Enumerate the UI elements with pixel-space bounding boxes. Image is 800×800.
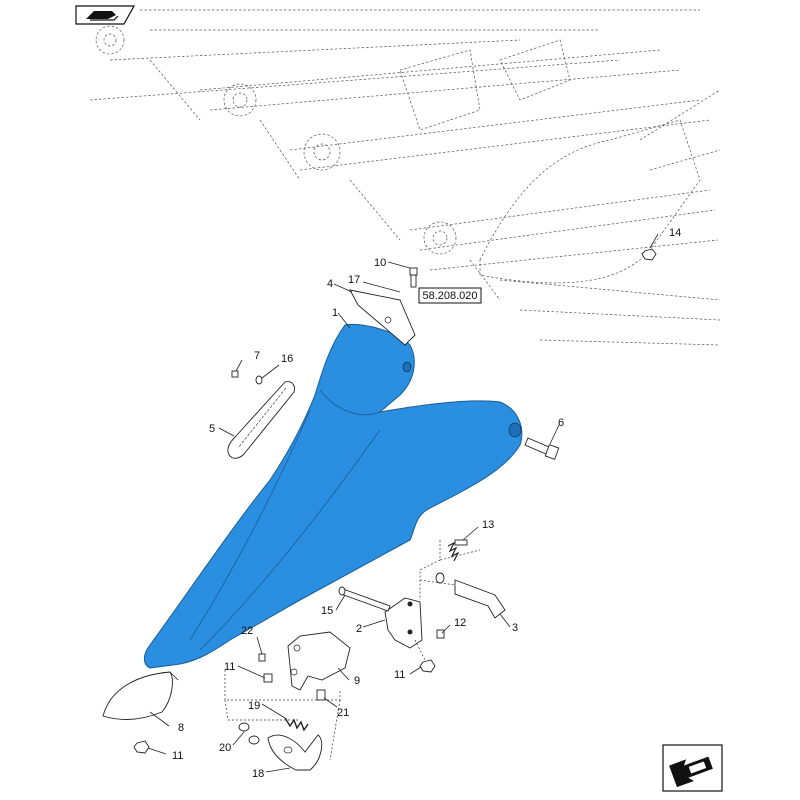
callout-6: 6 <box>558 417 564 429</box>
pin-15[interactable] <box>338 586 391 612</box>
reference-box[interactable]: 58.208.020 <box>418 287 482 304</box>
bolt-22[interactable] <box>258 653 266 662</box>
washer-16[interactable] <box>255 375 263 385</box>
bolt-21[interactable] <box>316 689 326 701</box>
washers-20[interactable] <box>238 722 260 745</box>
highlighted-divider-part[interactable] <box>143 323 523 669</box>
callout-labels: 1 2 3 4 5 6 7 8 9 10 11 11 11 12 13 14 1… <box>172 227 681 780</box>
belt-strip-part[interactable] <box>227 381 295 459</box>
callout-21: 21 <box>337 707 349 719</box>
lever-18[interactable] <box>267 734 323 771</box>
tip-cap-8[interactable] <box>102 671 179 720</box>
callout-14: 14 <box>669 227 681 239</box>
background-assembly <box>89 9 721 346</box>
callout-7: 7 <box>254 350 260 362</box>
bracket-2[interactable] <box>384 597 423 649</box>
nut-14[interactable] <box>641 248 657 261</box>
callout-16: 16 <box>281 353 293 365</box>
book-pages-icon[interactable] <box>75 5 136 25</box>
callout-1: 1 <box>332 307 338 319</box>
callout-19: 19 <box>248 700 260 712</box>
bolt-12[interactable] <box>436 629 445 639</box>
bolt-7[interactable] <box>231 370 239 378</box>
callout-17: 17 <box>348 274 360 286</box>
back-arrow-icon[interactable] <box>662 744 723 792</box>
bolt-6[interactable] <box>524 437 560 460</box>
bracket-plate-9[interactable] <box>287 631 351 691</box>
callout-4: 4 <box>327 278 333 290</box>
callout-11-bottom: 11 <box>172 750 183 762</box>
nut-11-bottom[interactable] <box>133 740 150 754</box>
callout-10: 10 <box>374 257 386 269</box>
callout-11-left: 11 <box>224 661 235 673</box>
clip-3[interactable] <box>435 572 506 619</box>
top-plate-part[interactable] <box>349 289 416 346</box>
callout-3: 3 <box>512 622 518 634</box>
spring-19[interactable] <box>284 717 309 732</box>
reference-label: 58.208.020 <box>422 290 477 302</box>
callout-13: 13 <box>482 519 494 531</box>
callout-9: 9 <box>354 675 360 687</box>
nut-11-right[interactable] <box>419 659 436 673</box>
leader-lines <box>147 233 659 773</box>
callout-15: 15 <box>321 605 333 617</box>
callout-22: 22 <box>241 625 253 637</box>
callout-2: 2 <box>356 623 362 635</box>
callout-20: 20 <box>219 742 231 754</box>
callout-11-right: 11 <box>394 669 405 681</box>
callout-5: 5 <box>209 423 215 435</box>
callout-18: 18 <box>252 768 264 780</box>
callout-8: 8 <box>178 722 184 734</box>
bolt-10[interactable] <box>409 267 418 288</box>
callout-12: 12 <box>454 617 466 629</box>
bolt-11-left[interactable] <box>263 673 273 683</box>
spring-13[interactable] <box>447 539 468 562</box>
